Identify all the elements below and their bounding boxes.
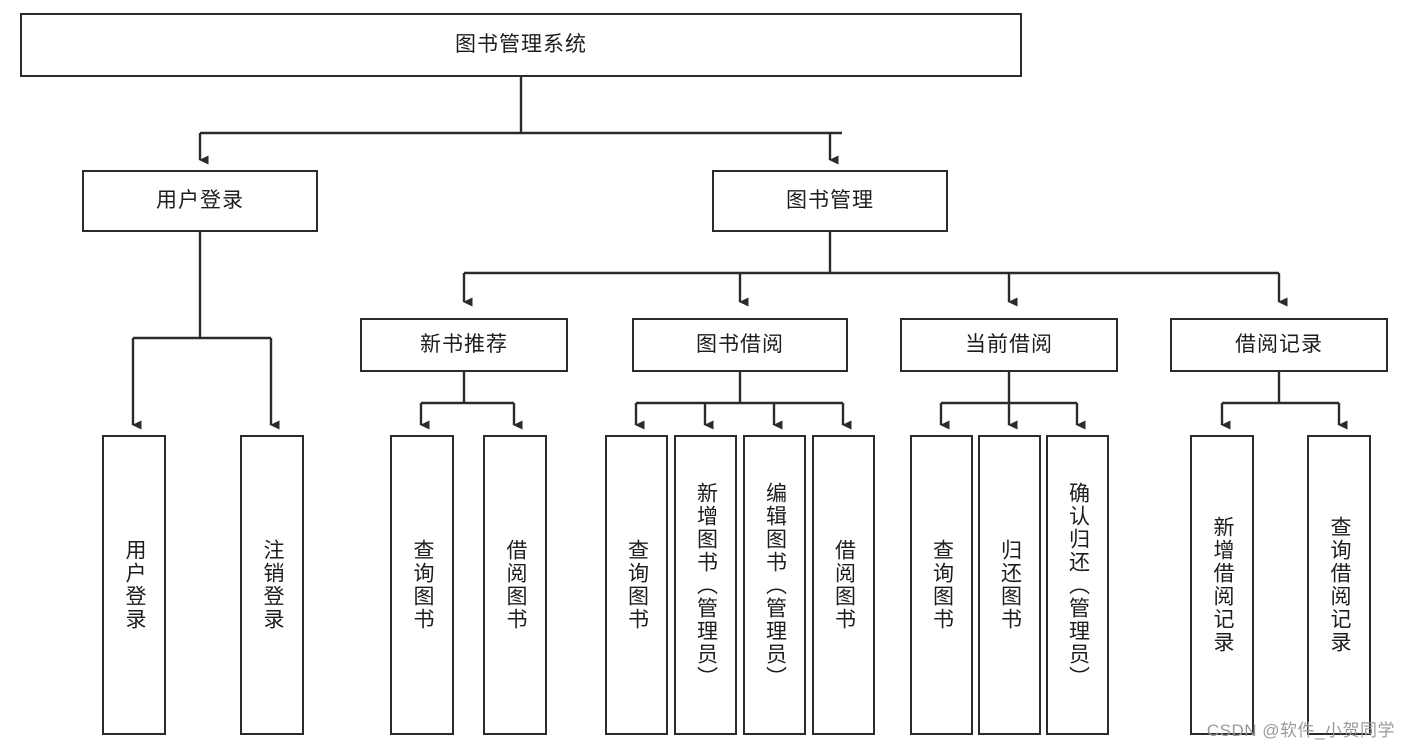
node-book-manage-label: 图书管理 <box>786 189 874 213</box>
node-leaf-query-book-3-label: 查询图书 <box>930 539 954 631</box>
node-leaf-confirm-return-label: 确认归还（管理员） <box>1066 481 1090 689</box>
node-leaf-user-login-label: 用户登录 <box>123 539 147 631</box>
node-leaf-borrow-book-2-label: 借阅图书 <box>832 539 856 631</box>
node-leaf-add-book-label: 新增图书（管理员） <box>694 481 718 689</box>
node-user-login[interactable]: 用户登录 <box>82 170 318 232</box>
node-leaf-query-book-1[interactable]: 查询图书 <box>390 435 454 735</box>
node-root-label: 图书管理系统 <box>455 33 587 57</box>
node-leaf-query-record[interactable]: 查询借阅记录 <box>1307 435 1371 735</box>
node-leaf-return-book-label: 归还图书 <box>998 539 1022 631</box>
node-user-login-label: 用户登录 <box>156 189 244 213</box>
node-leaf-edit-book-label: 编辑图书（管理员） <box>763 481 787 689</box>
node-leaf-add-record-label: 新增借阅记录 <box>1211 516 1235 654</box>
node-borrow-record-label: 借阅记录 <box>1235 333 1323 357</box>
node-leaf-logout[interactable]: 注销登录 <box>240 435 304 735</box>
node-leaf-borrow-book-1-label: 借阅图书 <box>504 539 528 631</box>
node-leaf-query-book-1-label: 查询图书 <box>411 539 435 631</box>
node-leaf-confirm-return[interactable]: 确认归还（管理员） <box>1046 435 1109 735</box>
node-new-book-rec-label: 新书推荐 <box>420 333 508 357</box>
node-leaf-return-book[interactable]: 归还图书 <box>978 435 1041 735</box>
node-borrow-record[interactable]: 借阅记录 <box>1170 318 1388 372</box>
node-book-borrow-label: 图书借阅 <box>696 333 784 357</box>
node-leaf-query-book-2[interactable]: 查询图书 <box>605 435 668 735</box>
node-leaf-query-record-label: 查询借阅记录 <box>1328 516 1352 654</box>
node-leaf-add-book[interactable]: 新增图书（管理员） <box>674 435 737 735</box>
node-leaf-user-login[interactable]: 用户登录 <box>102 435 166 735</box>
node-leaf-query-book-3[interactable]: 查询图书 <box>910 435 973 735</box>
node-new-book-rec[interactable]: 新书推荐 <box>360 318 568 372</box>
node-leaf-borrow-book-2[interactable]: 借阅图书 <box>812 435 875 735</box>
node-root[interactable]: 图书管理系统 <box>20 13 1022 77</box>
node-current-borrow[interactable]: 当前借阅 <box>900 318 1118 372</box>
node-leaf-add-record[interactable]: 新增借阅记录 <box>1190 435 1254 735</box>
node-current-borrow-label: 当前借阅 <box>965 333 1053 357</box>
node-leaf-query-book-2-label: 查询图书 <box>625 539 649 631</box>
node-leaf-edit-book[interactable]: 编辑图书（管理员） <box>743 435 806 735</box>
node-book-borrow[interactable]: 图书借阅 <box>632 318 848 372</box>
node-leaf-borrow-book-1[interactable]: 借阅图书 <box>483 435 547 735</box>
node-book-manage[interactable]: 图书管理 <box>712 170 948 232</box>
node-leaf-logout-label: 注销登录 <box>261 539 285 631</box>
